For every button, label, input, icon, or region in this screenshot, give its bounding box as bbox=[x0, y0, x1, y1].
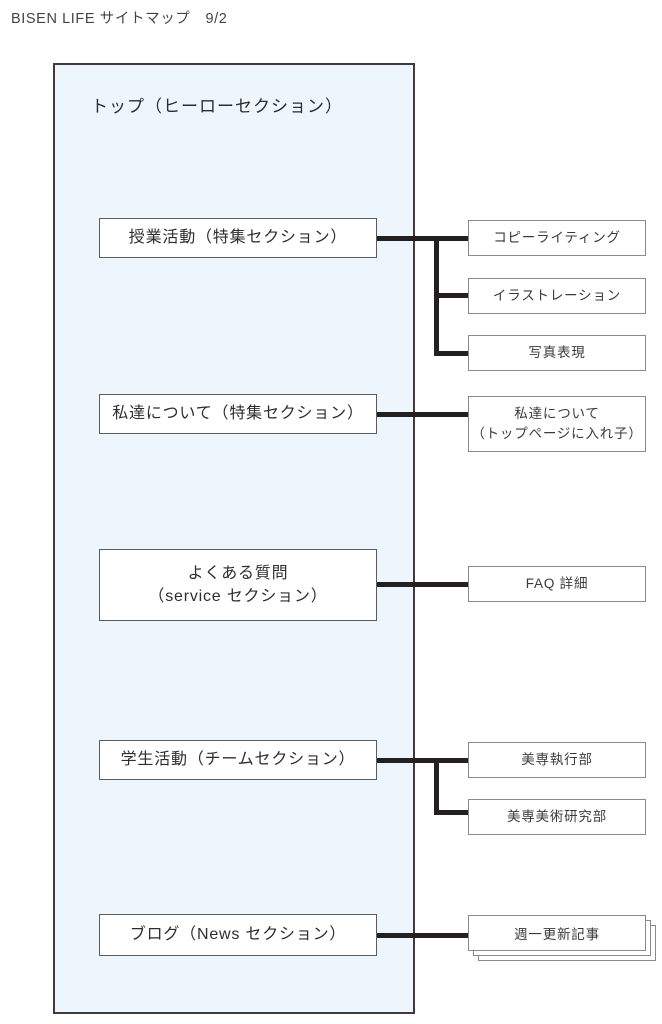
connector-students-branch-2 bbox=[434, 810, 470, 815]
root-label: トップ（ヒーローセクション） bbox=[91, 97, 343, 116]
root-container-top-section bbox=[53, 63, 415, 1014]
node-art-club[interactable]: 美専美術研究部 bbox=[468, 799, 646, 835]
connector-blog bbox=[377, 933, 470, 938]
node-faq-detail[interactable]: FAQ 詳細 bbox=[468, 566, 646, 602]
node-exec[interactable]: 美専執行部 bbox=[468, 742, 646, 778]
node-faq-line1: よくある質問 bbox=[187, 564, 289, 582]
node-weekly-article[interactable]: 週一更新記事 bbox=[468, 915, 646, 951]
node-about-detail[interactable]: 私達について （トップページに入れ子） bbox=[468, 396, 646, 452]
connector-faq bbox=[377, 582, 470, 587]
page-title: BISEN LIFE サイトマップ 9/2 bbox=[11, 11, 228, 27]
connector-lessons-branch-3 bbox=[434, 351, 470, 356]
node-faq[interactable]: よくある質問 （service セクション） bbox=[99, 549, 377, 621]
connector-lessons-branch-1 bbox=[434, 236, 470, 241]
node-copywriting[interactable]: コピーライティング bbox=[468, 220, 646, 256]
node-photography[interactable]: 写真表現 bbox=[468, 335, 646, 371]
node-blog[interactable]: ブログ（News セクション） bbox=[99, 914, 377, 956]
connector-about bbox=[377, 412, 470, 417]
node-lessons[interactable]: 授業活動（特集セクション） bbox=[99, 218, 377, 258]
node-about-detail-line1: 私達について bbox=[514, 406, 600, 422]
connector-lessons-branch-2 bbox=[434, 293, 470, 298]
node-illustration[interactable]: イラストレーション bbox=[468, 278, 646, 314]
node-faq-line2: （service セクション） bbox=[148, 588, 328, 605]
connector-students-stem bbox=[377, 758, 439, 763]
node-weekly-article-stack[interactable]: 週一更新記事 bbox=[468, 915, 656, 965]
node-about-detail-line2: （トップページに入れ子） bbox=[471, 426, 643, 441]
node-about[interactable]: 私達について（特集セクション） bbox=[99, 394, 377, 434]
node-students[interactable]: 学生活動（チームセクション） bbox=[99, 740, 377, 780]
connector-students-trunk bbox=[434, 758, 439, 815]
connector-lessons-stem bbox=[377, 236, 439, 241]
connector-students-branch-1 bbox=[434, 758, 470, 763]
